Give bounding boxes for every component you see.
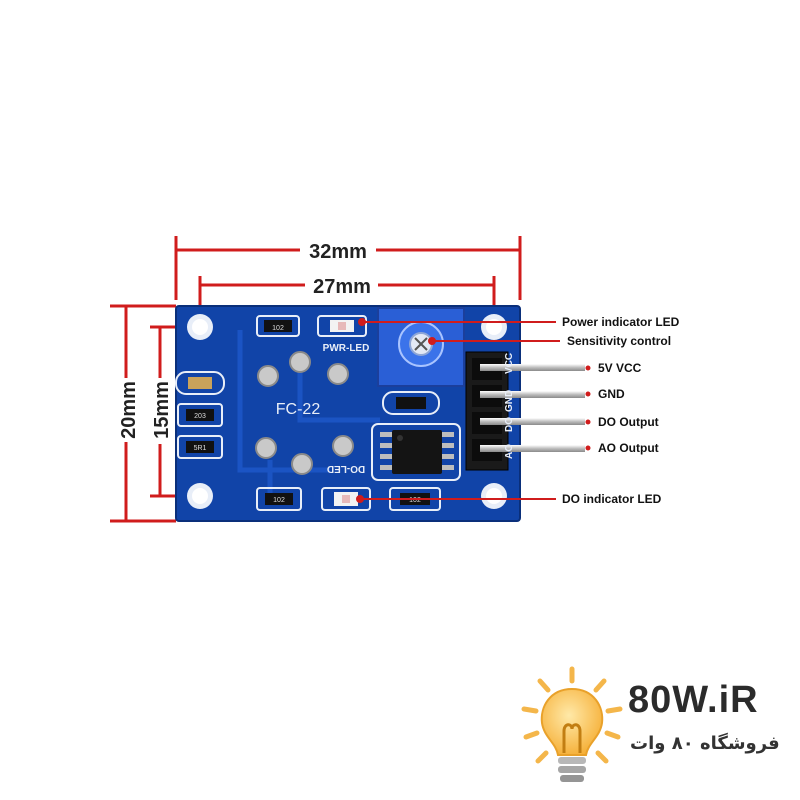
pcb-board: 102 203 5R1 102 102 — [175, 305, 585, 522]
do-led-silkscreen: DO-LED — [327, 463, 365, 474]
svg-text:102: 102 — [409, 497, 421, 504]
smd-capacitor — [382, 391, 440, 415]
header-pin — [480, 445, 585, 452]
lightbulb-icon — [521, 666, 623, 782]
smd-resistor: 203 — [177, 403, 223, 427]
dimension-height-inner-label: 15mm — [151, 381, 173, 439]
dimension-height-outer-label: 20mm — [118, 381, 140, 439]
brand-name: 80W.iR — [628, 679, 759, 721]
brand-subtitle: فروشگاه ۸۰ وات — [630, 733, 780, 754]
power-led — [317, 315, 367, 337]
pin-header: VCC GND DO AO — [465, 351, 585, 471]
comparator-ic — [371, 423, 461, 481]
svg-text:102: 102 — [273, 497, 285, 504]
model-silkscreen: FC-22 — [276, 401, 321, 418]
svg-text:102: 102 — [272, 325, 284, 332]
pin-label-ao: AO — [504, 444, 515, 459]
dimension-width-outer — [174, 236, 522, 300]
header-pin — [480, 418, 585, 425]
header-pin — [480, 364, 585, 371]
callout-ao-output: AO Output — [598, 441, 659, 455]
dimension-height-outer — [110, 304, 176, 523]
callout-sensitivity: Sensitivity control — [567, 334, 671, 348]
callout-vcc: 5V VCC — [598, 361, 642, 375]
callout-power-led: Power indicator LED — [562, 315, 680, 329]
smd-resistor: 5R1 — [177, 435, 223, 459]
smd-capacitor — [175, 371, 225, 395]
pwr-led-silkscreen: PWR-LED — [323, 343, 370, 354]
svg-text:203: 203 — [194, 413, 206, 420]
smd-resistor: 102 — [256, 315, 300, 337]
callout-gnd: GND — [598, 387, 625, 401]
header-pin — [480, 391, 585, 398]
pin-label-gnd: GND — [504, 390, 515, 412]
dimension-width-outer-label: 32mm — [309, 241, 367, 263]
sensitivity-potentiometer — [377, 307, 465, 387]
svg-text:5R1: 5R1 — [194, 445, 207, 452]
pin-label-do: DO — [504, 417, 515, 432]
smd-resistor: 102 — [256, 487, 302, 511]
callout-do-output: DO Output — [598, 415, 659, 429]
pin-label-vcc: VCC — [504, 353, 515, 374]
sensor-pad — [255, 351, 354, 475]
dimension-width-inner-label: 27mm — [313, 276, 371, 298]
callout-do-led: DO indicator LED — [562, 492, 662, 506]
brand-logo: 80W.iR فروشگاه ۸۰ وات — [520, 665, 780, 790]
